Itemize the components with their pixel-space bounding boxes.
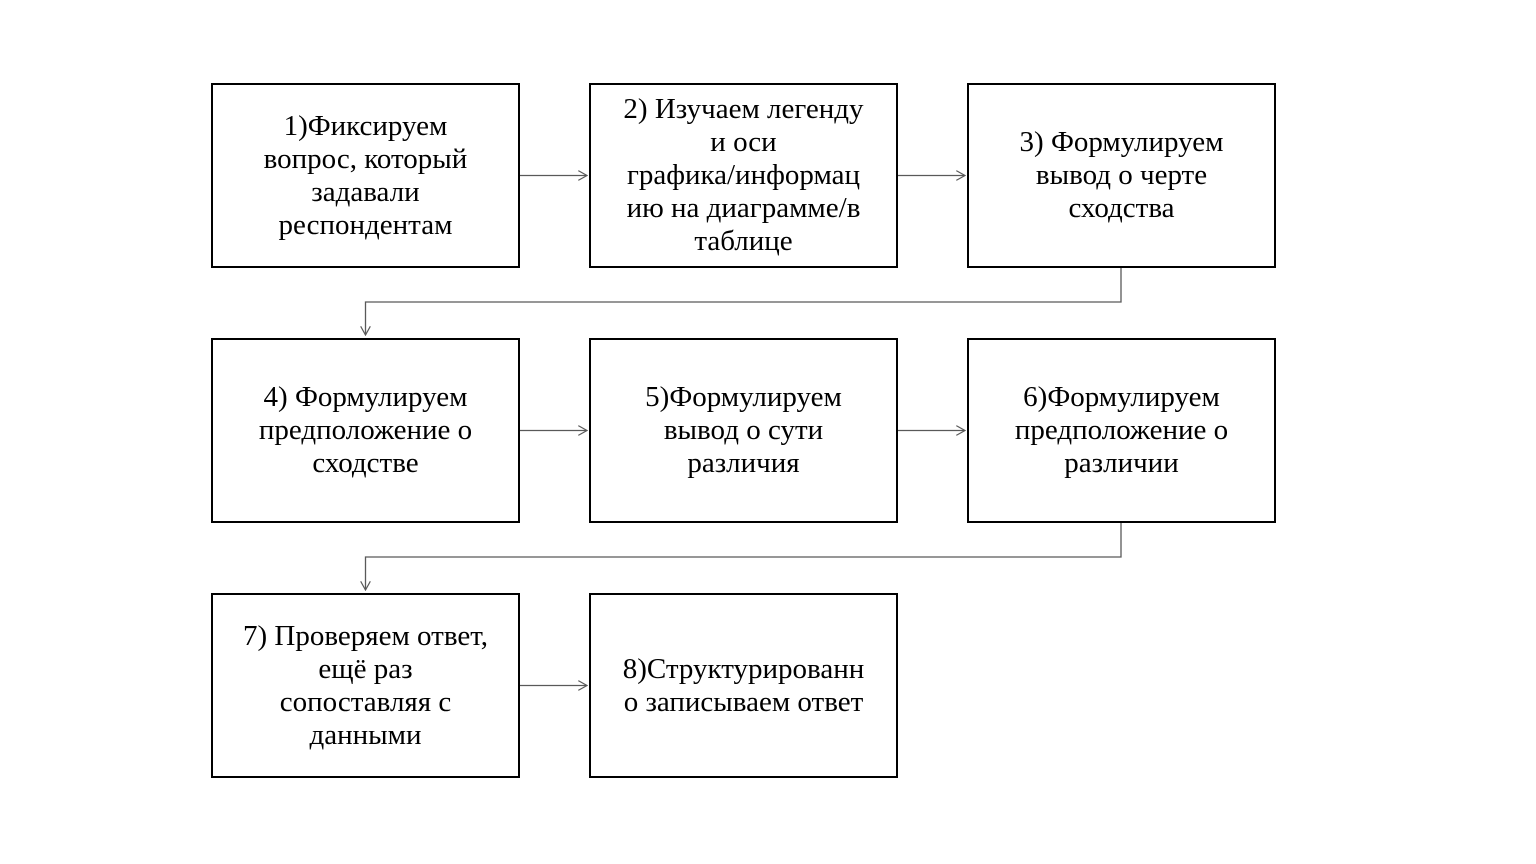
connector-arrow-3-4 (366, 268, 1122, 335)
step-label-1: 1)Фиксируем вопрос, который задавали рес… (263, 109, 468, 241)
step-label-4: 4) Формулируем предположение о сходстве (258, 381, 473, 479)
step-box-7: 7) Проверяем ответ, ещё раз сопоставляя … (211, 593, 520, 778)
step-label-7: 7) Проверяем ответ, ещё раз сопоставляя … (243, 619, 488, 751)
step-label-2: 2) Изучаем легенду и оси графика/информа… (623, 93, 864, 257)
step-box-5: 5)Формулируем вывод о сути различия (589, 338, 898, 523)
step-box-4: 4) Формулируем предположение о сходстве (211, 338, 520, 523)
step-label-3: 3) Формулируем вывод о черте сходства (1019, 126, 1224, 224)
connector-arrow-6-7 (366, 523, 1122, 590)
step-box-2: 2) Изучаем легенду и оси графика/информа… (589, 83, 898, 268)
step-box-6: 6)Формулируем предположение о различии (967, 338, 1276, 523)
step-label-8: 8)Структурированн о записываем ответ (622, 652, 865, 718)
step-box-3: 3) Формулируем вывод о черте сходства (967, 83, 1276, 268)
step-label-6: 6)Формулируем предположение о различии (1014, 381, 1229, 479)
step-box-8: 8)Структурированн о записываем ответ (589, 593, 898, 778)
step-label-5: 5)Формулируем вывод о сути различия (645, 381, 842, 479)
step-box-1: 1)Фиксируем вопрос, который задавали рес… (211, 83, 520, 268)
